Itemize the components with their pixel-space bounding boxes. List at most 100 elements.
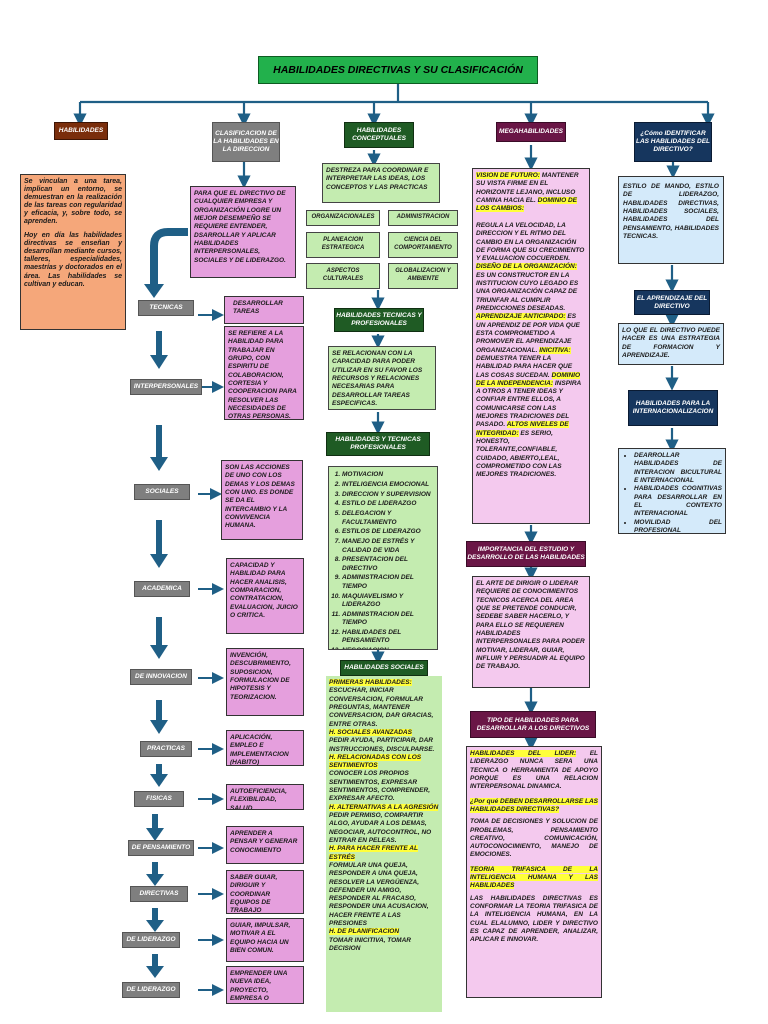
tecnica-item: MANEJO DE ESTRÉS Y CALIDAD DE VIDA — [342, 538, 434, 555]
tecnica-item: ESTILO DE LIDERAZGO — [342, 500, 434, 508]
social-heading: H. DE PLANIFICACION — [329, 928, 400, 936]
importancia-header: IMPORTANCIA DEL ESTUDIO Y DESARROLLO DE … — [466, 541, 586, 567]
tecnicas-ordered-list: MOTIVACION INTELIGENCIA EMOCIONAL DIRECCIO… — [332, 471, 434, 649]
megahabilidades-header: MEGAHABILIDADES — [496, 122, 566, 142]
desc-sociales: SON LAS ACCIONES DE UNO CON LOS DEMAS Y … — [221, 460, 303, 540]
independencia-text: INSPIRA A OTROS A TENER IDEAS Y CONFIAR … — [476, 379, 581, 429]
category-academica: ACADEMICA — [134, 581, 190, 597]
habilidades-tecnicas-list: MOTIVACION INTELIGENCIA EMOCIONAL DIRECCIO… — [328, 466, 438, 650]
internacionalizacion-list: DEARROLLAR HABILIDADES DE INTERACION BIC… — [618, 448, 726, 534]
diseno-text: ES UN CONSTRUCTOR EN LA INSTITUCION CUYO… — [476, 271, 579, 312]
desc-practicas: APLICACIÓN, EMPLEO E IMPLEMENTACION (HAB… — [226, 730, 304, 766]
social-text: ESCUCHAR, INICIAR CONVERSACION, FORMULAR… — [329, 687, 434, 728]
sociales-header: HABILIDADES SOCIALES — [340, 660, 428, 676]
internacionalizacion-item: MOVILIDAD DEL PROFESIONAL — [634, 519, 722, 534]
aprendizaje-header: EL APRENDIZAJE DEL DIRECTIVO — [634, 290, 710, 315]
tecnicas-profesionales-header: HABILIDADES TECNICAS Y PROFESIONALES — [334, 308, 424, 332]
social-heading: H. RELACIONADAS CON LOS SENTIMIENTOS — [329, 753, 422, 770]
internacionalizacion-item: HABILIDADES COGNITIVAS PARA DESARROLLAR … — [634, 485, 722, 518]
vision-text: MANTENER SU VISTA FIRME EN EL HORIZONTE … — [476, 172, 579, 204]
social-heading: PRIMERAS HABILIDADES: — [329, 679, 412, 686]
concept-administracion: ADMINISTRACION — [388, 210, 458, 226]
category-practicas: PRACTICAS — [140, 741, 192, 757]
porque-heading: ¿Por qué DEBEN DESARROLLARSE LAS HABILID… — [470, 797, 598, 813]
concept-globalizacion: GLOBALIZACION Y AMBIENTE — [388, 263, 458, 289]
tecnica-item: PRESENTACION DEL DIRECTIVO — [342, 556, 434, 573]
megahabilidades-text: VISION DE FUTURO: MANTENER SU VISTA FIRM… — [472, 168, 590, 524]
desc-de-innovacion: INVENCIÓN, DESCUBRIMIENTO, SUPOSICION, F… — [226, 648, 304, 716]
habilidades-text-1: Se vinculan a una tarea, implican un ent… — [24, 178, 122, 226]
category-de-innovacion: DE INNOVACION — [130, 669, 192, 685]
internacionalizacion-item: DEARROLLAR HABILIDADES DE INTERACION BIC… — [634, 452, 722, 485]
conceptuales-header: HABILIDADES CONCEPTUALES — [344, 122, 414, 148]
teoria-heading: TEORIA TRIFASICA DE LA INTELIGENCIA HUMA… — [470, 865, 598, 890]
social-text: TOMAR INICITIVA, TOMAR DECISION — [329, 936, 411, 952]
social-text: PEDIR AYUDA, PARTICIPAR, DAR INSTRUCCION… — [329, 737, 435, 753]
category-directivas: DIRECTIVAS — [130, 886, 188, 902]
category-sociales: SOCIALES — [134, 484, 190, 500]
diseno-heading: DISEÑO DE LA ORGANIZACIÓN: — [476, 263, 577, 271]
habilidades-header: HABILIDADES — [54, 122, 108, 140]
category-interpersonales: INTERPERSONALES — [130, 379, 202, 395]
clasificacion-intro: PARA QUE EL DIRECTIVO DE CUALQUIER EMPRE… — [190, 186, 296, 278]
porque-text: TOMA DE DECISIONES Y SOLUCION DE PROBLEM… — [470, 818, 598, 859]
tecnica-item: ESTILOS DE LIDERAZGO — [342, 528, 434, 536]
iniciativa-heading: INICITIVA: — [539, 346, 571, 354]
lider-text: EL LIDERAZGO NUNCA SERA UNA TECNICA O HE… — [470, 750, 598, 791]
tipo-header: TIPO DE HABILIDADES PARA DESARROLLAR A L… — [470, 711, 596, 738]
integridad-text: ES SERIO, HONESTO, TOLERANTE,CONFIABLE, … — [476, 429, 562, 479]
category-de-liderazgo-1: DE LIDERAZGO — [122, 932, 180, 948]
desc-directivas: SABER GUIAR, DIRIGUIR Y COORDINAR EQUIPO… — [226, 870, 304, 914]
category-de-pensamiento: DE PENSAMIENTO — [128, 840, 194, 856]
tecnica-item: DIRECCION Y SUPERVISION — [342, 491, 434, 499]
aprendizaje-text: LO QUE EL DIRECTIVO PUEDE HACER ES UNA E… — [618, 323, 724, 365]
tecnica-item: ADMINISTRACION DEL TIEMPO — [342, 574, 434, 591]
tecnica-item: ADMINISTRACION DEL TIEMPO — [342, 611, 434, 628]
social-heading: H. PARA HACER FRENTE AL ESTRÉS — [329, 845, 418, 861]
concept-ciencia: CIENCIA DEL COMPORTAMIENTO — [388, 232, 458, 258]
tipo-text: HABILIDADES DEL LIDER: EL LIDERAZGO NUNC… — [466, 746, 602, 998]
social-text: CONOCER LOS PROPIOS SENTIMIENTOS, EXPRES… — [329, 770, 431, 803]
aprendizaje-heading: APRENDIZAJE ANTICIPADO: — [476, 313, 566, 321]
teoria-text: LAS HABILIDADES DIRECTIVAS ES CONFORMAR … — [470, 894, 598, 944]
desc-tecnicas: DESARROLLAR TAREAS — [224, 296, 304, 324]
concept-planeacion: PLANEACION ESTRATEGICA — [306, 232, 380, 258]
tecnica-item: DELEGACION Y FACULTAMIENTO — [342, 510, 434, 527]
habilidades-text-2: Hoy en día las habilidades directivas se… — [24, 232, 122, 288]
conceptuales-intro: DESTREZA PARA COORDINAR E INTERPRETAR LA… — [322, 163, 440, 203]
tecnica-item: HABILIDADES DEL PENSAMIENTO — [342, 629, 434, 646]
social-text: FORMULAR UNA QUEJA, RESPONDER A UNA QUEJ… — [329, 861, 429, 928]
tecnica-item: MOTIVACION — [342, 471, 434, 479]
desc-de-pensamiento: APRENDER A PENSAR Y GENERAR CONOCIMIENTO — [226, 826, 304, 864]
iniciativa-text: DEMUESTRA TENER LA HABILIDAD PARA HACER … — [476, 354, 573, 379]
tecnica-item: MAQUIAVELISMO Y LIDERAZGO — [342, 593, 434, 610]
identificar-header: ¿Cómo IDENTIFICAR LAS HABILIDADES DEL DI… — [634, 122, 712, 162]
tecnica-item: NEGOCIACION — [342, 647, 434, 649]
tecnica-item: INTELIGENCIA EMOCIONAL — [342, 481, 434, 489]
habilidades-description: Se vinculan a una tarea, implican un ent… — [20, 174, 126, 330]
social-heading: H. SOCIALES AVANZADAS — [329, 728, 412, 736]
habilidades-tecnicas-header: HABILIDADES Y TECNICAS PROFESIONALES — [326, 432, 430, 456]
desc-de-liderazgo-1: GUIAR, IMPULSAR, MOTIVAR A EL EQUIPO HAC… — [226, 918, 304, 962]
desc-academica: CAPACIDAD Y HABILIDAD PARA HACER ANALISI… — [226, 558, 304, 634]
sociales-list: PRIMERAS HABILIDADES:ESCUCHAR, INICIAR C… — [326, 676, 442, 1012]
desc-fisicas: AUTOEFICIENCIA, FLEXIBILIDAD, SALUD — [226, 784, 304, 810]
tecnicas-profesionales-text: SE RELACIONAN CON LA CAPACIDAD PARA PODE… — [328, 346, 436, 410]
cambio-text: REGULA LA VELOCIDAD, LA DIRECCION Y EL R… — [476, 221, 585, 263]
social-heading: H. ALTERNATIVAS A LA AGRESIÓN — [329, 803, 439, 811]
page-title: HABILIDADES DIRECTIVAS Y SU CLASIFICACIÓ… — [258, 56, 538, 84]
identificar-text: ESTILO DE MANDO, ESTILO DE LIDERAZGO, HA… — [618, 176, 724, 264]
clasificacion-header: CLASIFICACION DE LA HABILIDADES EN LA DI… — [212, 122, 280, 162]
desc-interpersonales: SE REFIERE A LA HABILIDAD PARA TRABAJAR … — [224, 326, 304, 420]
category-de-liderazgo-2: DE LIDERAZGO — [122, 982, 180, 998]
category-fisicas: FISICAS — [134, 791, 184, 807]
internacionalizacion-bullets: DEARROLLAR HABILIDADES DE INTERACION BIC… — [622, 452, 722, 534]
concept-aspectos: ASPECTOS CULTURALES — [306, 263, 380, 289]
social-text: PEDIR PERMISO, COMPARTIR ALGO, AYUDAR A … — [329, 812, 432, 844]
lider-heading: HABILIDADES DEL LIDER: — [470, 750, 577, 757]
concept-organizacionales: ORGANIZACIONALES — [306, 210, 380, 226]
aprendizaje-text: ES UN APRENDIZ DE POR VIDA QUE ESTA COMP… — [476, 313, 580, 354]
importancia-text: EL ARTE DE DIRIGIR O LIDERAR REQUIERE DE… — [472, 576, 590, 688]
category-tecnicas: TECNICAS — [138, 300, 194, 316]
internacionalizacion-header: HABILIDADES PARA LA INTERNACIONALIZACION — [628, 390, 718, 426]
